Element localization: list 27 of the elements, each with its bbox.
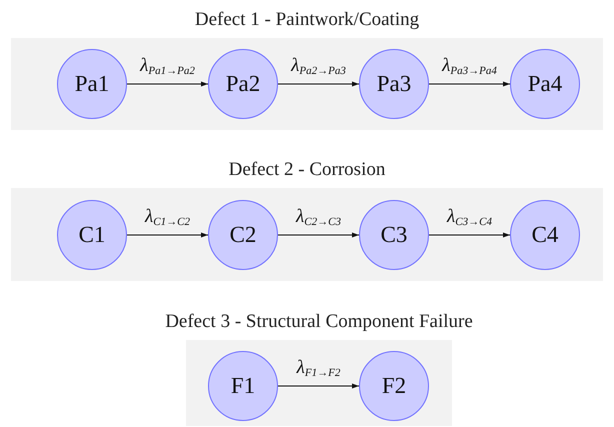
group-title: Defect 3 - Structural Component Failure: [165, 311, 473, 333]
arrow: [428, 82, 510, 86]
edge-label: λ$_{C3→C4}$: [447, 207, 492, 230]
edge-label: λ$_{Pa1→Pa2}$: [140, 56, 195, 79]
edge-label: λ$_{Pa2→Pa3}$: [291, 56, 346, 79]
state-label: F1: [230, 373, 256, 399]
state-label: Pa4: [528, 71, 562, 97]
group-title: Defect 1 - Paintwork/Coating: [194, 9, 420, 31]
arrow: [428, 232, 510, 238]
state-label: F2: [382, 373, 406, 399]
state-label: Pa3: [376, 71, 412, 97]
state-label: C3: [380, 222, 408, 248]
edge-label: λ$_{Pa3→Pa4}$: [442, 56, 497, 79]
arrow: [278, 232, 360, 238]
arrow: [126, 82, 208, 86]
arrow: [278, 82, 360, 86]
state-label: Pa1: [74, 71, 110, 97]
state-label: C4: [532, 222, 558, 248]
group-title: Defect 2 - Corrosion: [228, 159, 386, 181]
edge-label: λ$_{C1→C2}$: [145, 207, 190, 230]
arrow: [126, 232, 208, 238]
state-label: C1: [78, 222, 106, 248]
edge-label: λ$_{F1→F2}$: [296, 358, 340, 381]
state-label: C2: [230, 222, 256, 248]
state-label: Pa2: [226, 71, 260, 97]
edge-label: λ$_{C2→C3}$: [296, 207, 341, 230]
arrow: [278, 384, 360, 388]
